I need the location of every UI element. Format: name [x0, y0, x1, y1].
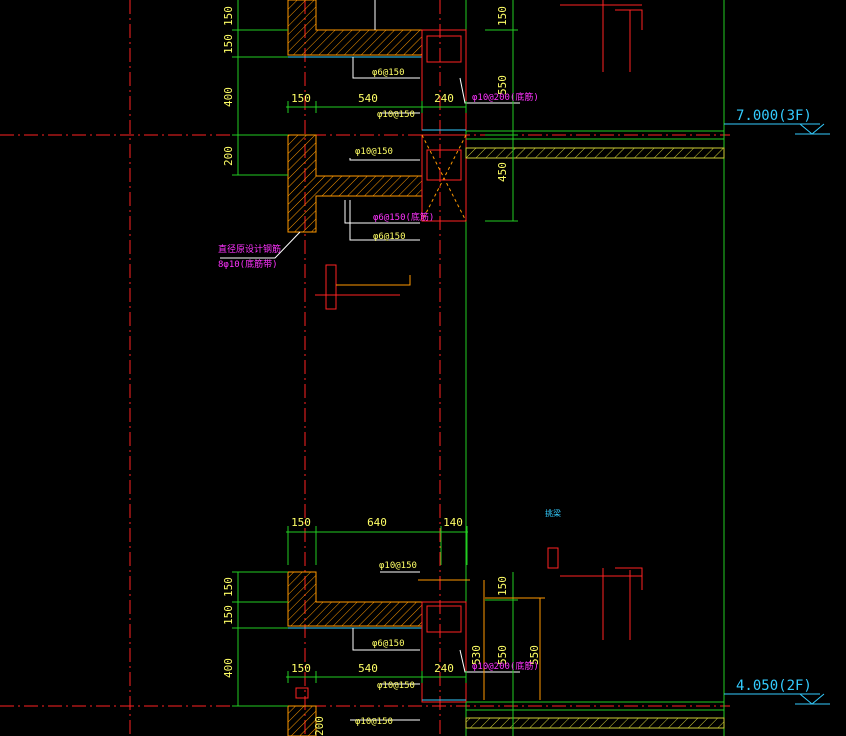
dim-btm-h2-3: 240 — [434, 662, 454, 675]
dim-btm-left-3: 400 — [222, 658, 235, 678]
dim-left-4: 200 — [222, 146, 235, 166]
dim-btm-h-3: 140 — [443, 516, 463, 529]
callout-top — [315, 264, 411, 310]
rebar-btm-bar-right: φ10@200(底筋) — [472, 660, 539, 672]
dim-btm-right-3: 550 — [496, 645, 509, 665]
callout-bottom-right — [547, 547, 643, 640]
section-bottom: 150 640 140 — [222, 508, 725, 736]
section-top: 150 150 400 200 150 540 240 150 550 450 … — [218, 0, 725, 310]
dim-h-3: 240 — [434, 92, 454, 105]
rebar-label-lower-bot: φ6@150 — [373, 232, 406, 242]
dim-h-1: 150 — [291, 92, 311, 105]
column-top-upper — [421, 29, 467, 131]
rebar-label-lower-top: φ10@150 — [355, 147, 393, 157]
dim-left-3: 400 — [222, 87, 235, 107]
rebar-btm-tie-bottom: φ6@150 — [372, 639, 405, 649]
rebar-label-top-bar: φ10@150 — [377, 110, 415, 120]
beam-btm-upper — [287, 571, 423, 627]
dim-btm-left-4: 200 — [313, 716, 326, 736]
dim-h-2: 540 — [358, 92, 378, 105]
column-top-lower — [421, 134, 467, 222]
tag-label: 挑梁 — [545, 508, 561, 518]
dim-btm-left-2: 150 — [222, 605, 235, 625]
dim-left-2: 150 — [222, 34, 235, 54]
dim-btm-h-2: 640 — [367, 516, 387, 529]
level-label-3f: 7.000(3F) — [736, 108, 812, 124]
rebar-btm-lower-mid: φ10@150 — [355, 717, 393, 727]
level-mark-3f: 7.000(3F) — [724, 108, 830, 135]
note-line-1: 直径原设计钢筋 — [218, 243, 281, 255]
wall-boundary — [465, 0, 725, 736]
level-label-2f: 4.050(2F) — [736, 678, 812, 694]
rebar-label-lower-mid: φ6@150(底筋) — [373, 211, 434, 223]
callout-top-right — [560, 0, 643, 72]
slab-bottom — [465, 717, 725, 729]
rebar-label-tie-bottom: φ6@150 — [372, 68, 405, 78]
beam-top-upper — [287, 0, 423, 56]
dim-right-2: 550 — [496, 75, 509, 95]
note-line-2: 8φ10(底筋带) — [218, 258, 278, 270]
dim-btm-right-4: 550 — [528, 645, 541, 665]
dim-right-3: 450 — [496, 162, 509, 182]
rebar-label-bar-right: φ10@200(底筋) — [472, 91, 539, 103]
dim-btm-h2-1: 150 — [291, 662, 311, 675]
column-btm-upper — [421, 601, 467, 703]
dim-btm-right-2: 530 — [470, 645, 483, 665]
level-mark-2f: 4.050(2F) — [724, 678, 830, 705]
rebar-btm-top-bar: φ10@150 — [379, 561, 417, 571]
dim-btm-h-1: 150 — [291, 516, 311, 529]
dim-btm-right-1: 150 — [496, 576, 509, 596]
dim-btm-h2-2: 540 — [358, 662, 378, 675]
rebar-btm-lower-top: φ10@150 — [377, 681, 415, 691]
dim-left-1: 150 — [222, 6, 235, 26]
dim-right-1: 150 — [496, 6, 509, 26]
slab-top — [465, 147, 725, 159]
dim-btm-left-1: 150 — [222, 577, 235, 597]
beam-btm-lower — [287, 705, 317, 736]
